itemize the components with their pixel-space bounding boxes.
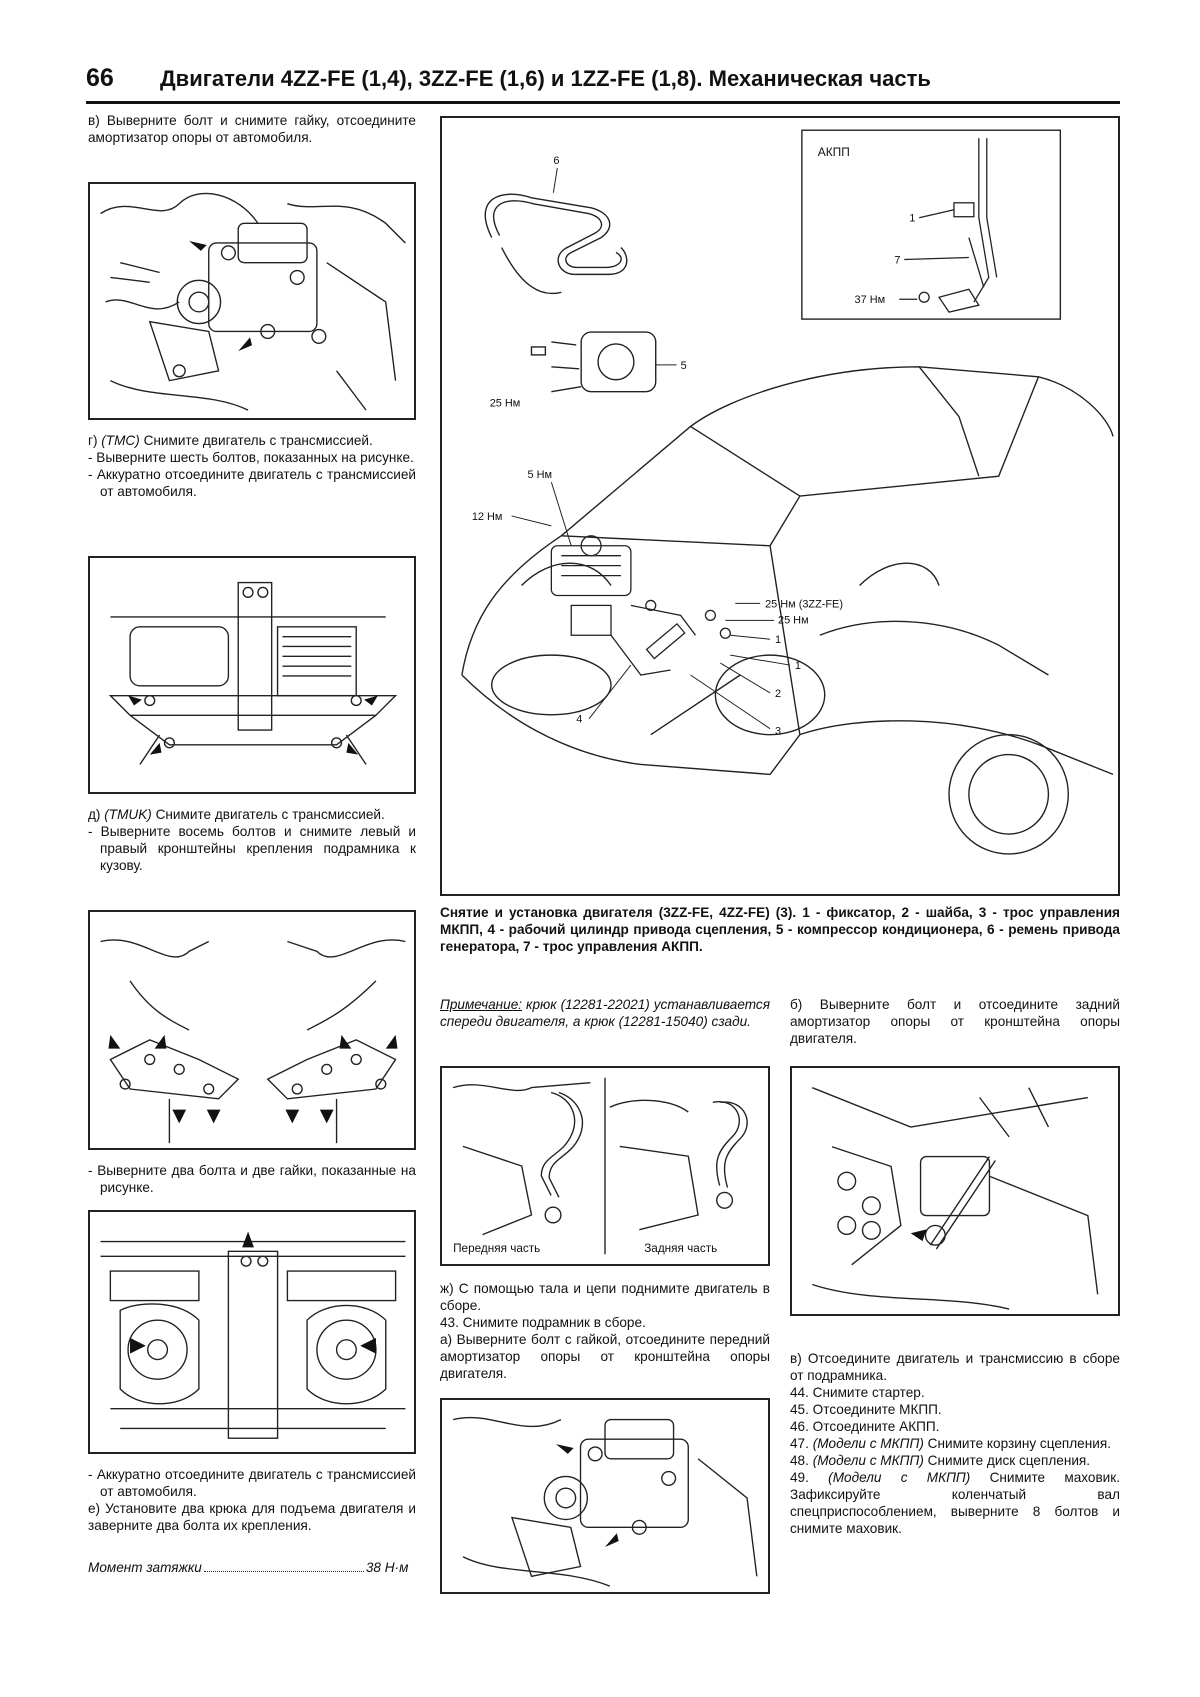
torque-spec: Момент затяжки 38 Н·м [88,1560,416,1575]
figure-front-absorber [440,1398,770,1594]
step-v-text: в) Выверните болт и снимите гайку, отсое… [88,112,416,146]
note-paragraph: Примечание: крюк (12281-22021) устанавли… [440,996,770,1030]
step-g-title: г) (TMC) Снимите двигатель с трансмиссие… [88,432,416,449]
step-49-num: 49. [790,1470,809,1485]
engine-removal-drawing: АКПП 1 7 37 Нм 6 5 25 Нм [461,129,1114,855]
step-e: е) Установите два крюка для подъема двиг… [88,1501,416,1533]
step-47-model: (Модели с МКПП) [812,1436,924,1451]
akpp-label: АКПП [818,145,850,159]
label-5: 5 [681,360,687,372]
label-25nm-a: 25 Нм [490,398,521,410]
figure-brackets [88,910,416,1150]
step-44: 44. Снимите стартер. [790,1385,925,1400]
figure-engine-removal: АКПП 1 7 37 Нм 6 5 25 Нм [440,116,1120,896]
step-48: 48. (Модели с МКПП) Снимите диск сцеплен… [790,1452,1120,1469]
lifting-hooks-drawing: Передняя часть Задняя часть [452,1077,748,1255]
step-46: 46. Отсоедините АКПП. [790,1419,940,1434]
label-akpp-7: 7 [894,254,900,266]
torque-label: Момент затяжки [88,1560,202,1575]
step-d-body: Снимите двигатель с трансмиссией. [155,807,385,822]
step-48-text: Снимите диск сцепления. [927,1453,1091,1468]
mount-absorber-drawing [100,192,406,411]
label-6: 6 [553,155,559,167]
page-header: 66 Двигатели 4ZZ-FE (1,4), 3ZZ-FE (1,6) … [86,64,1120,104]
step-v: в) Выверните болт и снимите гайку, отсое… [88,113,416,145]
note-text: крюк (12281-22021) устанавливается спере… [440,997,770,1029]
page-title: Двигатели 4ZZ-FE (1,4), 3ZZ-FE (1,6) и 1… [160,66,931,91]
page-number: 66 [86,64,114,92]
label-12nm: 12 Нм [472,511,503,523]
step-g-prefix: г) [88,433,98,448]
right-steps: в) Отсоедините двигатель и трансмиссию в… [790,1350,1120,1537]
label-akpp-1: 1 [909,213,915,225]
figure-two-bolts-nuts [88,1210,416,1454]
step-47-text: Снимите корзину сцепления. [927,1436,1111,1451]
step-43a: а) Выверните болт с гайкой, отсоедините … [440,1332,770,1381]
step-b: б) Выверните болт и отсоедините задний а… [790,997,1120,1046]
subframe-six-bolts-drawing [108,581,398,765]
step-47-num: 47. [790,1436,809,1451]
hooks-rear-label: Задняя часть [644,1242,717,1255]
subframe-brackets-drawing [100,939,406,1144]
step-d-sub3-e-text: - Аккуратно отсоедините двигатель с тран… [88,1466,416,1534]
step-49-text: Снимите маховик. Зафиксируйте коленчатый… [790,1470,1120,1536]
step-48-model: (Модели с МКПП) [812,1453,924,1468]
label-callout-1a: 1 [775,634,781,646]
step-d-title: д) (TMUK) Снимите двигатель с трансмисси… [88,806,416,823]
label-callout-4: 4 [576,714,582,726]
step-d-text: д) (TMUK) Снимите двигатель с трансмисси… [88,806,416,874]
label-25nm-b: 25 Нм [778,614,809,626]
step-g-model: (TMC) [101,433,140,448]
torque-dots [203,1571,364,1572]
main-figure-caption: Снятие и установка двигателя (3ZZ-FE, 4Z… [440,904,1120,955]
step-48-num: 48. [790,1453,809,1468]
torque-value: 38 Н·м [365,1560,409,1575]
label-25nm-3zz: 25 Нм (3ZZ-FE) [765,598,843,610]
step-g-body: Снимите двигатель с трансмиссией. [143,433,373,448]
step-g-sub2: - Аккуратно отсоедините двигатель с тран… [88,467,416,499]
step-d-sub2-text: - Выверните два болта и две гайки, показ… [88,1162,416,1196]
step-d-sub3: - Аккуратно отсоедините двигатель с тран… [88,1467,416,1499]
step-49: 49. (Модели с МКПП) Снимите маховик. Заф… [790,1469,1120,1537]
step-v2: в) Отсоедините двигатель и трансмиссию в… [790,1351,1120,1383]
note-block: Примечание: крюк (12281-22021) устанавли… [440,996,770,1030]
step-d-sub2: - Выверните два болта и две гайки, показ… [88,1163,416,1195]
label-5nm: 5 Нм [527,469,552,481]
label-callout-1b: 1 [795,660,801,672]
step-d-sub1: - Выверните восемь болтов и снимите левы… [88,824,416,873]
label-37nm: 37 Нм [855,294,886,306]
figure-rear-absorber [790,1066,1120,1316]
step-d-model: (TMUK) [104,807,152,822]
figure-hooks: Передняя часть Задняя часть [440,1066,770,1266]
label-callout-3: 3 [775,726,781,738]
step-49-model: (Модели с МКПП) [828,1470,971,1485]
rear-absorber-drawing [812,1087,1099,1310]
step-47: 47. (Модели с МКПП) Снимите корзину сцеп… [790,1435,1120,1452]
main-caption-text: Снятие и установка двигателя (3ZZ-FE, 4Z… [440,905,1120,954]
step-d-prefix: д) [88,807,101,822]
front-absorber-drawing [452,1416,758,1587]
step-zh: ж) С помощью тала и цепи поднимите двига… [440,1281,770,1313]
hooks-front-label: Передняя часть [453,1242,540,1255]
engine-underside-drawing [100,1231,406,1439]
label-callout-2: 2 [775,688,781,700]
middle-steps: ж) С помощью тала и цепи поднимите двига… [440,1280,770,1382]
step-45: 45. Отсоедините МКПП. [790,1402,942,1417]
step-g-text: г) (TMC) Снимите двигатель с трансмиссие… [88,432,416,500]
step-43: 43. Снимите подрамник в сборе. [440,1315,646,1330]
note-label: Примечание: [440,997,523,1012]
figure-six-bolts [88,556,416,794]
figure-mount-absorber [88,182,416,420]
step-b-text: б) Выверните болт и отсоедините задний а… [790,996,1120,1047]
step-g-sub1: - Выверните шесть болтов, показанных на … [88,450,414,465]
